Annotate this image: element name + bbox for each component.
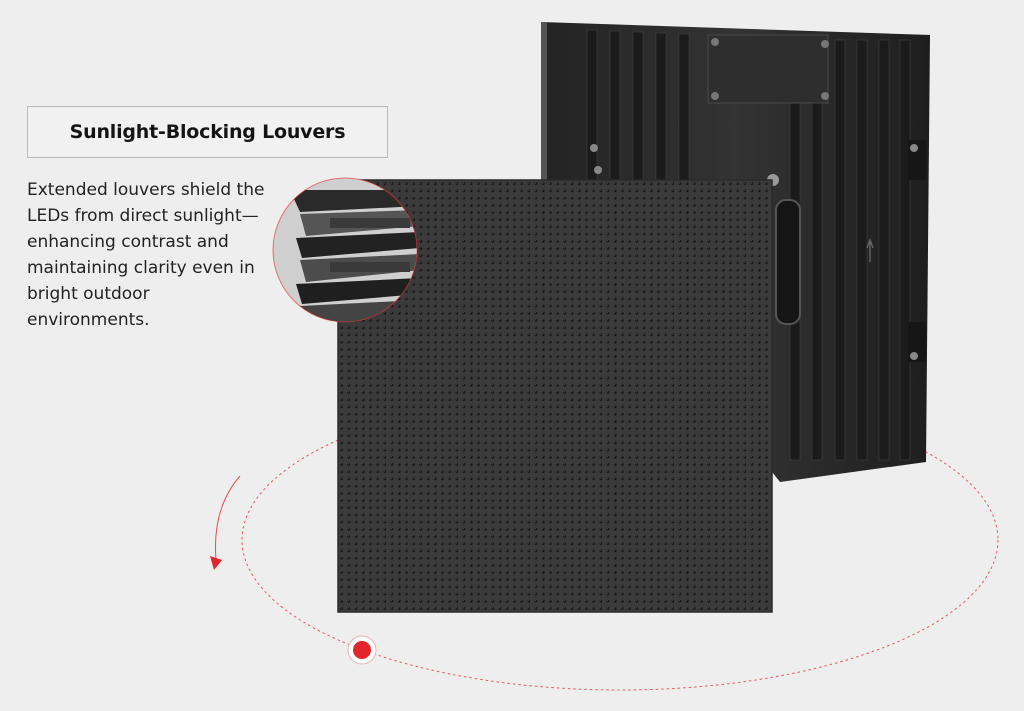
orbit-path [241, 389, 999, 691]
cabinet-handle [775, 199, 801, 325]
rotation-arrow-icon [210, 475, 241, 570]
cabinet-plate [707, 34, 829, 104]
feature-title: Sunlight-Blocking Louvers [69, 121, 346, 143]
red-dot-marker [347, 635, 377, 665]
magnifier-circle [272, 177, 418, 323]
feature-description: Extended louvers shield the LEDs from di… [27, 180, 265, 330]
feature-title-box: Sunlight-Blocking Louvers [27, 106, 388, 158]
